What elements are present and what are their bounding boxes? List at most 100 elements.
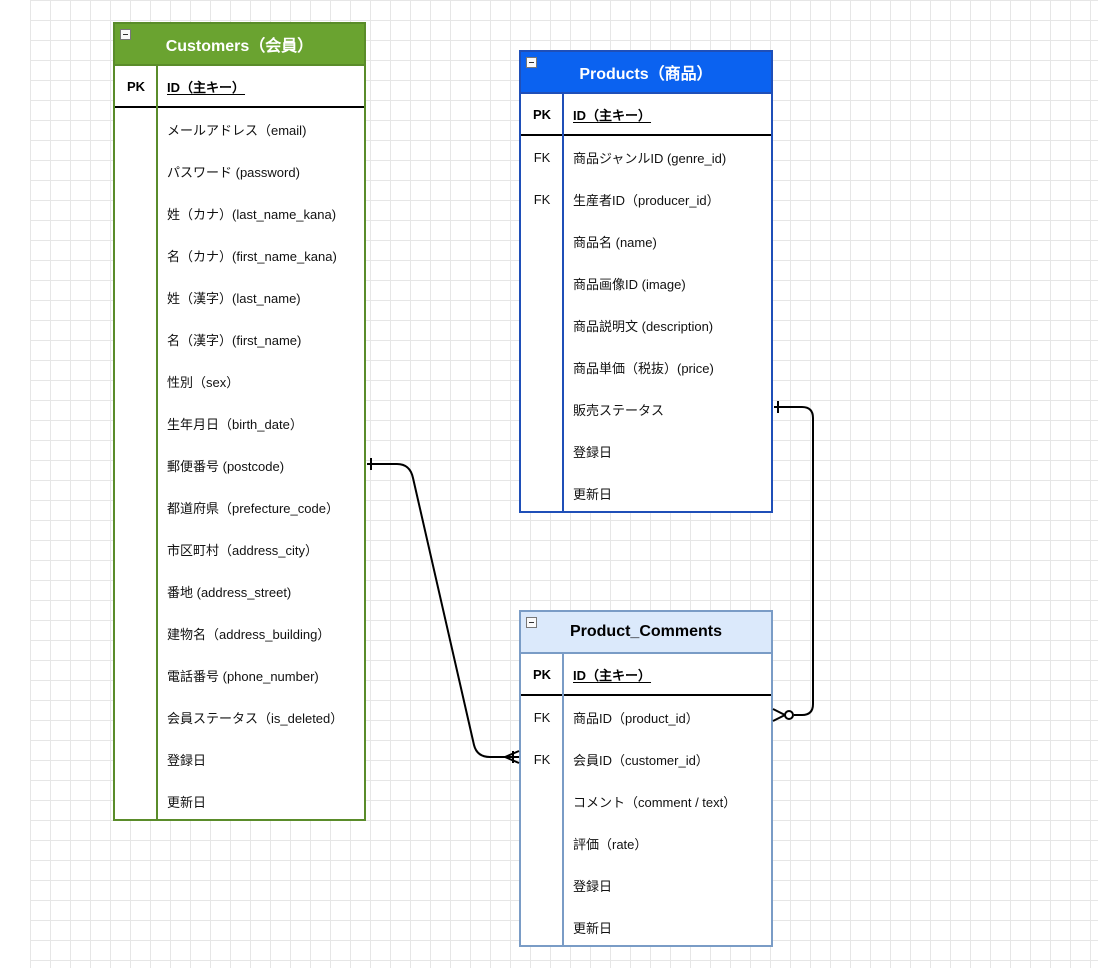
collapse-icon[interactable] xyxy=(526,57,537,68)
attribute-key xyxy=(115,654,157,696)
attribute-row[interactable]: 登録日 xyxy=(521,430,771,472)
attribute-name: 番地 (address_street) xyxy=(167,584,292,600)
attribute-key: FK xyxy=(533,709,551,725)
attribute-row[interactable]: 商品単価（税抜）(price) xyxy=(521,346,771,388)
attribute-key xyxy=(521,220,563,262)
attribute-name: 商品画像ID (image) xyxy=(573,276,686,292)
attribute-key xyxy=(115,570,157,612)
attribute-name: 名（漢字）(first_name) xyxy=(167,332,302,348)
attribute-row[interactable]: 更新日 xyxy=(115,780,364,822)
attribute-key xyxy=(115,150,157,192)
products-pk-key: PK xyxy=(532,106,552,122)
attribute-name: 性別（sex） xyxy=(167,374,240,390)
attribute-row[interactable]: パスワード (password) xyxy=(115,150,364,192)
attribute-name: 販売ステータス xyxy=(573,402,665,418)
attribute-row[interactable]: 評価（rate） xyxy=(521,822,771,864)
attribute-row[interactable]: 名（漢字）(first_name) xyxy=(115,318,364,360)
attribute-key xyxy=(115,780,157,822)
products-pk-row[interactable]: PK ID（主キー） xyxy=(521,94,771,136)
crows-foot-many-marker xyxy=(504,756,520,764)
attribute-key xyxy=(115,192,157,234)
attribute-key xyxy=(115,234,157,276)
attribute-name: 名（カナ）(first_name_kana) xyxy=(167,248,337,264)
attribute-row[interactable]: 商品名 (name) xyxy=(521,220,771,262)
attribute-row[interactable]: メールアドレス（email) xyxy=(115,108,364,150)
product-comments-key-column-divider xyxy=(562,654,564,945)
attribute-key xyxy=(521,472,563,514)
attribute-name: 都道府県（prefecture_code） xyxy=(167,500,339,516)
collapse-icon[interactable] xyxy=(526,617,537,628)
attribute-row[interactable]: コメント（comment / text） xyxy=(521,780,771,822)
attribute-name: 商品名 (name) xyxy=(573,234,657,250)
attribute-key xyxy=(521,864,563,906)
attribute-name: 生年月日（birth_date） xyxy=(167,416,303,432)
collapse-icon[interactable] xyxy=(120,29,131,40)
attribute-key xyxy=(115,276,157,318)
attribute-row[interactable]: 商品画像ID (image) xyxy=(521,262,771,304)
attribute-row[interactable]: 生年月日（birth_date） xyxy=(115,402,364,444)
attribute-name: 更新日 xyxy=(573,486,613,502)
product-comments-entity-header[interactable]: Product_Comments xyxy=(521,612,771,654)
attribute-name: 会員ID（customer_id） xyxy=(573,752,709,768)
attribute-key: FK xyxy=(533,751,551,767)
attribute-name: 姓（漢字）(last_name) xyxy=(167,290,301,306)
attribute-row[interactable]: 市区町村（address_city） xyxy=(115,528,364,570)
attribute-key: FK xyxy=(533,191,551,207)
attribute-row[interactable]: 更新日 xyxy=(521,906,771,948)
attribute-row[interactable]: 姓（カナ）(last_name_kana) xyxy=(115,192,364,234)
attribute-key xyxy=(521,430,563,472)
attribute-row[interactable]: 電話番号 (phone_number) xyxy=(115,654,364,696)
attribute-key xyxy=(521,822,563,864)
attribute-row[interactable]: 性別（sex） xyxy=(115,360,364,402)
attribute-key xyxy=(115,486,157,528)
attribute-key xyxy=(115,696,157,738)
attribute-key xyxy=(521,906,563,948)
customers-entity[interactable]: Customers（会員） PK ID（主キー） メールアドレス（email)パ… xyxy=(113,22,366,821)
attribute-name: 評価（rate） xyxy=(573,836,648,852)
attribute-row[interactable]: 登録日 xyxy=(521,864,771,906)
attribute-name: 市区町村（address_city） xyxy=(167,542,318,558)
attribute-row[interactable]: 都道府県（prefecture_code） xyxy=(115,486,364,528)
attribute-row[interactable]: 更新日 xyxy=(521,472,771,514)
customers-pk-row[interactable]: PK ID（主キー） xyxy=(115,66,364,108)
attribute-name: 商品単価（税抜）(price) xyxy=(573,360,714,376)
attribute-row[interactable]: 郵便番号 (postcode) xyxy=(115,444,364,486)
attribute-row[interactable]: 名（カナ）(first_name_kana) xyxy=(115,234,364,276)
customers-to-comments-relationship[interactable] xyxy=(367,458,520,764)
attribute-row[interactable]: FK 生産者ID（producer_id） xyxy=(521,178,771,220)
attribute-key xyxy=(521,304,563,346)
customers-pk-key: PK xyxy=(126,78,146,94)
attribute-row[interactable]: 建物名（address_building） xyxy=(115,612,364,654)
attribute-name: 更新日 xyxy=(167,794,207,810)
products-to-comments-relationship[interactable] xyxy=(772,401,814,722)
attribute-row[interactable]: 登録日 xyxy=(115,738,364,780)
attribute-key xyxy=(115,318,157,360)
attribute-row[interactable]: FK 会員ID（customer_id） xyxy=(521,738,771,780)
crows-foot-many-marker xyxy=(772,714,786,722)
attribute-row[interactable]: 商品説明文 (description) xyxy=(521,304,771,346)
products-pk-name: ID（主キー） xyxy=(573,107,652,123)
attribute-key xyxy=(521,388,563,430)
attribute-name: 生産者ID（producer_id） xyxy=(573,192,720,208)
attribute-key xyxy=(115,528,157,570)
attribute-name: 郵便番号 (postcode) xyxy=(167,458,285,474)
product-comments-entity-title: Product_Comments xyxy=(569,623,723,640)
attribute-row[interactable]: 番地 (address_street) xyxy=(115,570,364,612)
attribute-row[interactable]: 姓（漢字）(last_name) xyxy=(115,276,364,318)
attribute-row[interactable]: 販売ステータス xyxy=(521,388,771,430)
attribute-key: FK xyxy=(533,149,551,165)
customers-entity-header[interactable]: Customers（会員） xyxy=(115,24,364,66)
product-comments-pk-row[interactable]: PK ID（主キー） xyxy=(521,654,771,696)
attribute-name: 電話番号 (phone_number) xyxy=(167,668,319,684)
attribute-row[interactable]: 会員ステータス（is_deleted） xyxy=(115,696,364,738)
attribute-name: 姓（カナ）(last_name_kana) xyxy=(167,206,337,222)
attribute-key xyxy=(115,402,157,444)
attribute-key xyxy=(115,108,157,150)
products-entity-header[interactable]: Products（商品） xyxy=(521,52,771,94)
